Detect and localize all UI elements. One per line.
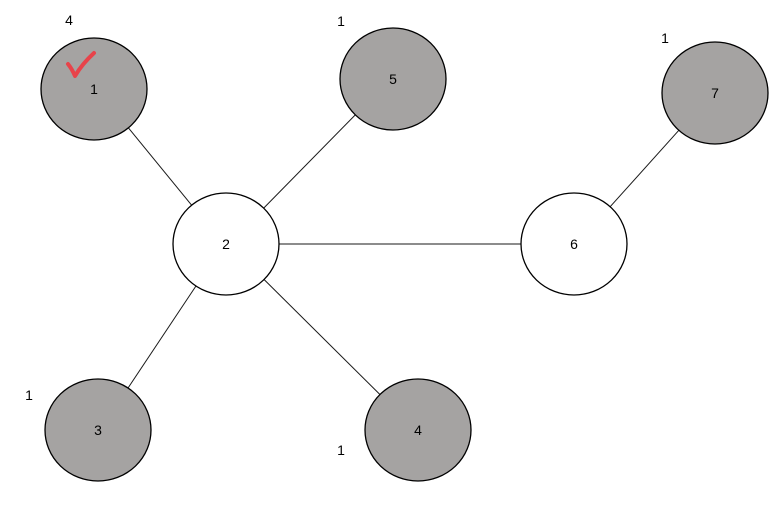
check-mark-icon <box>66 51 96 78</box>
edge-layer <box>127 114 680 395</box>
node-1: 1 <box>40 37 148 141</box>
node-3: 3 <box>44 378 152 482</box>
node-7: 7 <box>661 41 769 145</box>
edge-4-2 <box>263 279 381 395</box>
node-4: 4 <box>364 378 472 482</box>
node-1-degree-label: 4 <box>65 12 73 28</box>
node-2: 2 <box>172 192 280 296</box>
node-6-label: 6 <box>570 236 578 252</box>
node-3-label: 3 <box>94 422 102 438</box>
edge-1-2 <box>127 127 193 206</box>
node-5-circle <box>339 27 447 131</box>
node-5: 5 <box>339 27 447 131</box>
node-2-label: 2 <box>222 236 230 252</box>
node-3-circle <box>44 378 152 482</box>
node-7-label: 7 <box>711 85 719 101</box>
node-4-degree-label: 1 <box>337 442 345 458</box>
node-6: 6 <box>520 192 628 296</box>
node-4-circle <box>364 378 472 482</box>
node-3-degree-label: 1 <box>25 387 33 403</box>
node-layer: 1 2 3 4 5 6 7 <box>40 27 769 482</box>
node-4-label: 4 <box>414 422 422 438</box>
node-1-label: 1 <box>90 81 98 97</box>
edge-5-2 <box>263 114 356 209</box>
node-5-degree-label: 1 <box>337 13 345 29</box>
edge-6-7 <box>609 129 680 208</box>
edge-3-2 <box>127 285 197 389</box>
node-7-degree-label: 1 <box>661 30 669 46</box>
node-6-circle <box>520 192 628 296</box>
node-5-label: 5 <box>389 71 397 87</box>
node-7-circle <box>661 41 769 145</box>
node-2-circle <box>172 192 280 296</box>
degree-label-layer: 4 1 1 1 1 <box>25 12 669 458</box>
